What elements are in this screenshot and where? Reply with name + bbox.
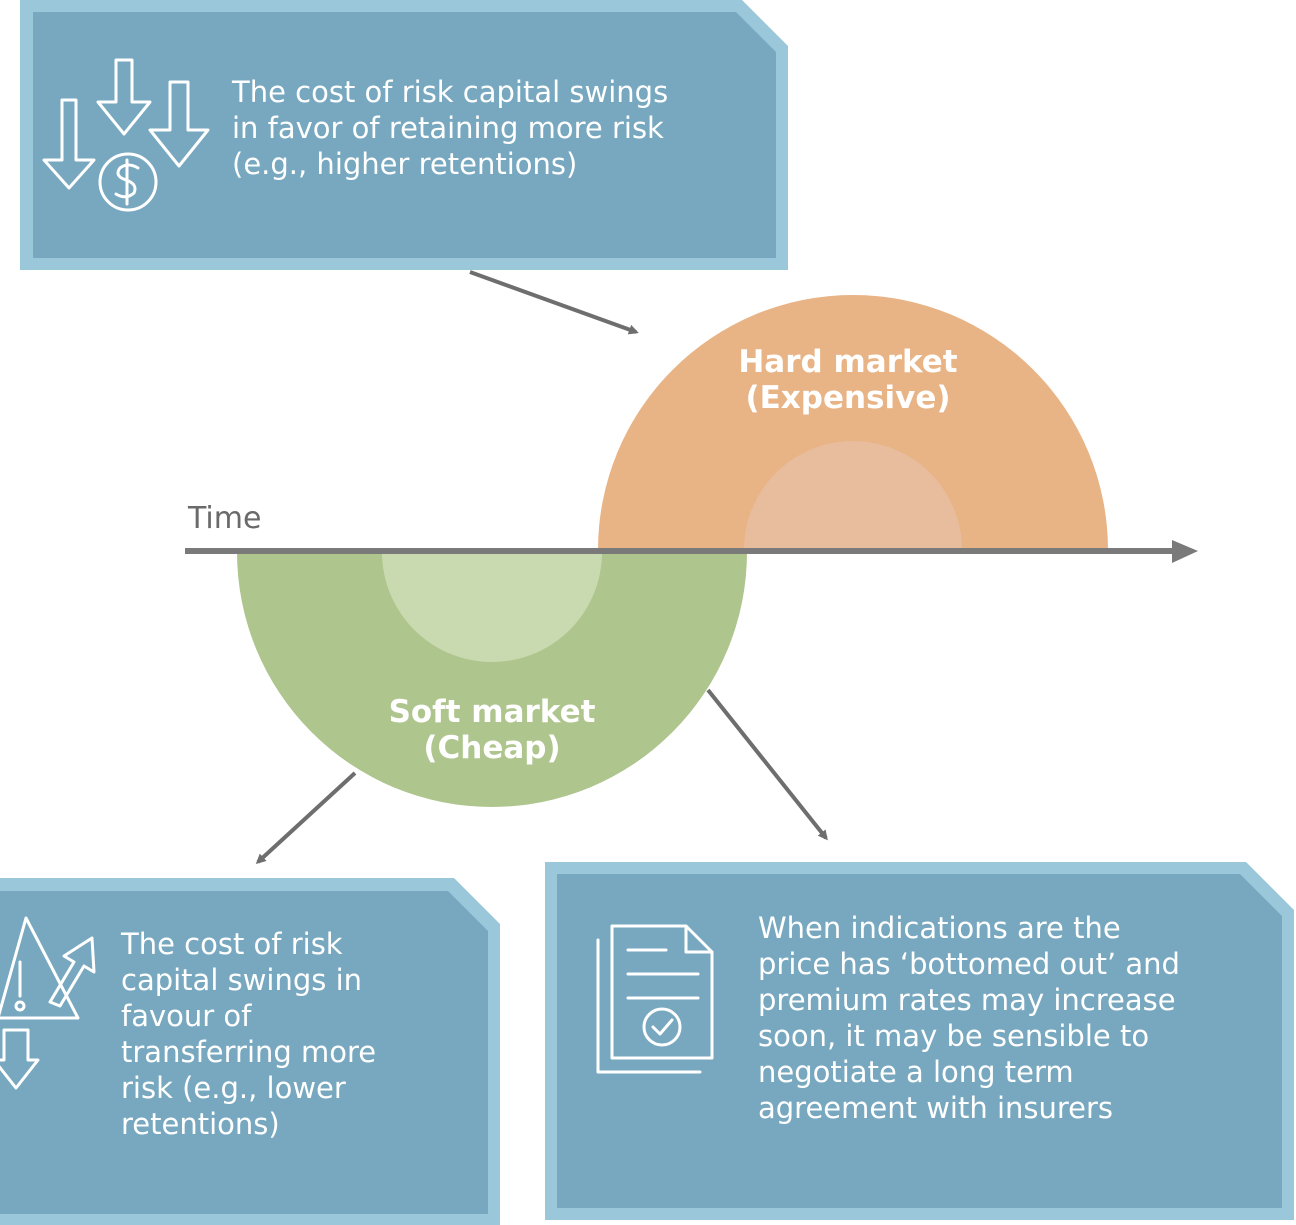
- bottom-right-card-line: soon, it may be sensible to: [758, 1019, 1150, 1053]
- timeline-axis: [185, 540, 1198, 563]
- document-check-icon: [596, 924, 714, 1074]
- connector-top-to-hard: [469, 270, 639, 335]
- bottom-right-card-line: price has ‘bottomed out’ and: [758, 947, 1180, 981]
- soft-market-outer: [237, 552, 747, 807]
- timeline-arrowhead: [1172, 540, 1198, 563]
- bottom-right-card: [545, 862, 1294, 1220]
- connector-soft-to-left: [255, 771, 357, 865]
- top-card-line: in favor of retaining more risk: [232, 111, 664, 145]
- bottom-left-card-line: The cost of risk: [121, 927, 343, 961]
- falling-arrows-dollar-icon: [42, 58, 210, 212]
- top-card-line: The cost of risk capital swings: [232, 75, 669, 109]
- top-card-text: The cost of risk capital swings in favor…: [232, 74, 762, 182]
- bottom-left-card-line: capital swings in: [121, 963, 363, 997]
- hard-market-inner: [744, 441, 962, 550]
- timeline-axis-line: [185, 548, 1175, 554]
- top-card-line: (e.g., higher retentions): [232, 147, 578, 181]
- soft-market-inner: [382, 552, 602, 662]
- soft-market-subtitle: (Cheap): [423, 730, 561, 766]
- bottom-left-card-text: The cost of risk capital swings in favou…: [121, 926, 481, 1142]
- top-card: [20, 0, 788, 270]
- top-card-body: [33, 12, 776, 258]
- soft-market-label: Soft market (Cheap): [342, 694, 642, 766]
- warning-arrows-icon: [0, 916, 96, 1090]
- bottom-right-card-line: negotiate a long term: [758, 1055, 1074, 1089]
- bottom-left-card-line: retentions): [121, 1107, 280, 1141]
- soft-market-shape: [237, 552, 747, 807]
- bottom-left-card-body: [0, 891, 488, 1214]
- bottom-left-card: [0, 878, 500, 1225]
- bottom-left-card-line: risk (e.g., lower: [121, 1071, 346, 1105]
- bottom-left-card-line: transferring more: [121, 1035, 377, 1069]
- bottom-right-card-line: premium rates may increase: [758, 983, 1176, 1017]
- bottom-right-card-line: agreement with insurers: [758, 1091, 1114, 1125]
- bottom-right-card-body: [557, 874, 1282, 1208]
- bottom-left-card-line: favour of: [121, 999, 252, 1033]
- hard-market-outer: [598, 295, 1108, 550]
- hard-market-title: Hard market: [738, 344, 958, 380]
- soft-market-title: Soft market: [388, 694, 596, 730]
- timeline-axis-label: Time: [188, 501, 262, 536]
- hard-market-label: Hard market (Expensive): [698, 344, 998, 416]
- bottom-right-card-line: When indications are the: [758, 911, 1121, 945]
- hard-market-shape: [598, 295, 1108, 550]
- hard-market-subtitle: (Expensive): [745, 380, 951, 416]
- bottom-right-card-text: When indications are the price has ‘bott…: [758, 910, 1278, 1126]
- connector-soft-to-right: [706, 688, 828, 841]
